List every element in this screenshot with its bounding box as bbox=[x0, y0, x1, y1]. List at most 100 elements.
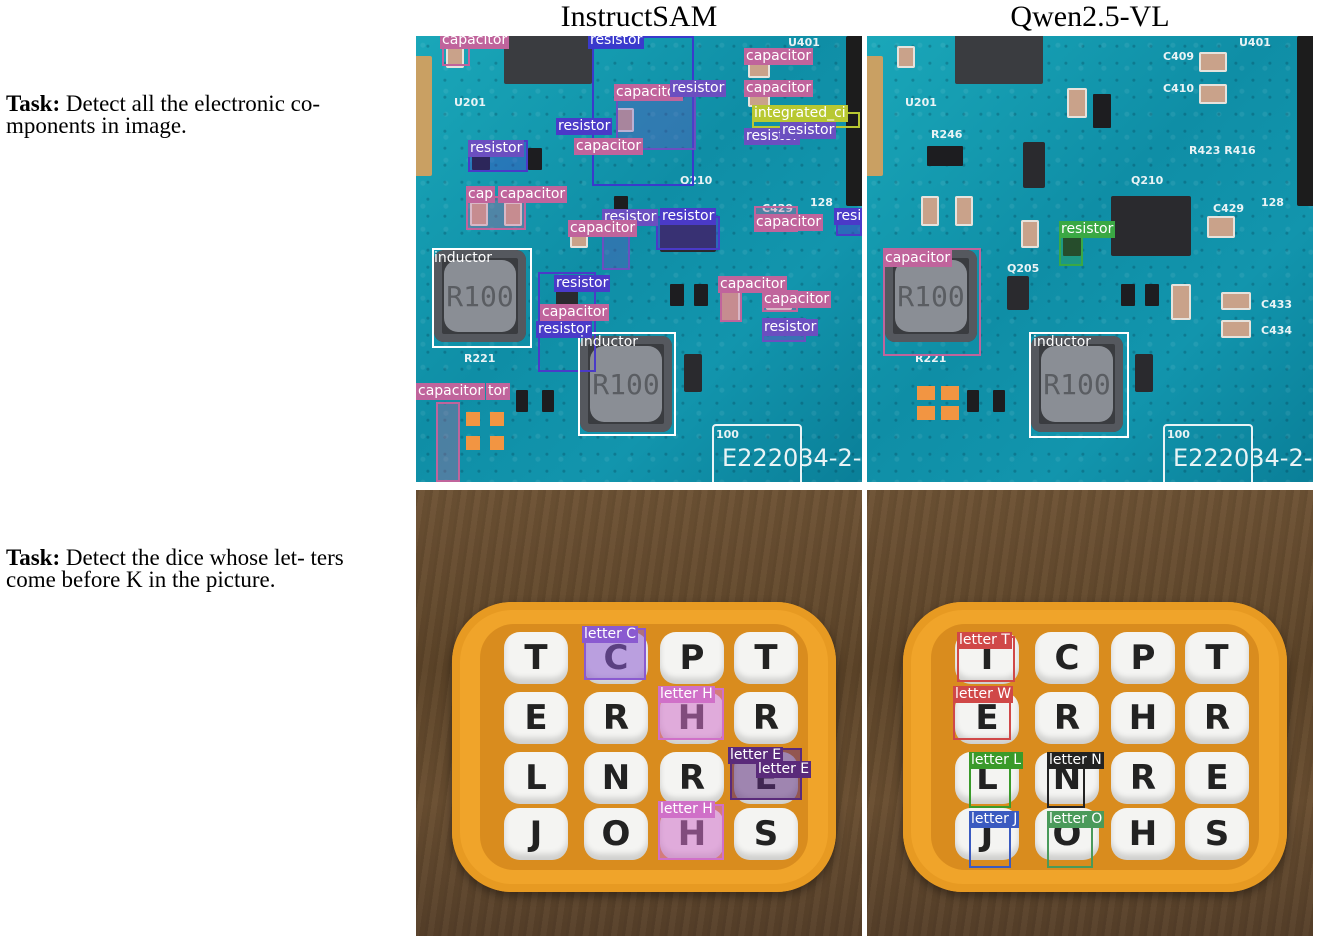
silk-128: 128 bbox=[1261, 196, 1284, 209]
detection-label: capacitor bbox=[568, 220, 638, 237]
orange-pad bbox=[941, 406, 959, 420]
detection-label: letter W bbox=[953, 686, 1014, 703]
die: R bbox=[734, 692, 798, 744]
column-title-instructsam: InstructSAM bbox=[560, 0, 718, 33]
detection-label: capacitor bbox=[440, 36, 510, 49]
orange-pad bbox=[466, 436, 480, 450]
silk-94v0: E222034-2-9 bbox=[1173, 444, 1313, 472]
detection-label: capacitor bbox=[540, 304, 610, 321]
die: T bbox=[1185, 632, 1249, 684]
die: J bbox=[504, 808, 568, 860]
detection-label: inductor bbox=[434, 250, 493, 266]
detection-label: letter H bbox=[658, 801, 715, 818]
detection-label: letter T bbox=[957, 632, 1012, 649]
die: P bbox=[1111, 632, 1175, 684]
die: S bbox=[734, 808, 798, 860]
die: L bbox=[504, 752, 568, 804]
silk-c409: C409 bbox=[1163, 50, 1195, 63]
detection-label: capacitor bbox=[498, 186, 568, 203]
detection-label: letter C bbox=[582, 626, 639, 643]
inductor-marking: R100 bbox=[590, 346, 662, 422]
die: T bbox=[734, 632, 798, 684]
detection-label: integrated_ci bbox=[752, 105, 848, 122]
inductor-marking: R100 bbox=[1041, 346, 1113, 422]
diode-d206 bbox=[1023, 142, 1045, 188]
detection-label: capacitor bbox=[614, 84, 684, 101]
inductor-l202: R100 bbox=[434, 250, 526, 342]
die: H bbox=[1111, 808, 1175, 860]
detection-label: resistor bbox=[780, 122, 837, 139]
silk-128: 128 bbox=[810, 196, 833, 209]
detection-label: resistor bbox=[762, 319, 819, 336]
detection-label: resistor bbox=[670, 80, 727, 97]
ul-mark-box bbox=[712, 424, 802, 482]
detection-label: resi bbox=[834, 208, 862, 225]
detection-label: inductor bbox=[580, 334, 639, 350]
side-connector bbox=[867, 56, 883, 176]
orange-pad bbox=[941, 386, 959, 400]
orange-pad bbox=[490, 436, 504, 450]
detection-label: letter E bbox=[728, 747, 784, 764]
detection-box bbox=[1029, 332, 1129, 438]
capacitor bbox=[504, 202, 522, 226]
resistor bbox=[542, 390, 554, 412]
silk-c429: C429 bbox=[762, 202, 794, 215]
capacitor bbox=[1021, 220, 1039, 248]
capacitor bbox=[1221, 320, 1251, 338]
detection-label: letter E bbox=[756, 761, 812, 778]
resistor bbox=[670, 284, 684, 306]
capacitor bbox=[921, 196, 939, 226]
detection-box bbox=[578, 332, 676, 436]
detection-label: resistor bbox=[468, 140, 525, 157]
right-connector bbox=[846, 36, 862, 206]
silk-94v0: E222034-2-9 bbox=[722, 444, 862, 472]
dice-image-qwen: T C P T E R H R L N R E J O H S letter T… bbox=[867, 490, 1313, 936]
detection-label: capacitor bbox=[762, 291, 832, 308]
silk-u201: U201 bbox=[454, 96, 486, 109]
detection-label: capacitor bbox=[574, 138, 644, 155]
silk-c434: C434 bbox=[1261, 324, 1293, 337]
detection-label: capacitor bbox=[718, 276, 788, 293]
detection-box bbox=[883, 248, 981, 356]
capacitor bbox=[897, 46, 915, 68]
die: P bbox=[660, 632, 724, 684]
pcb-image-qwen: R100 R100 100 E222034-2-9 R221 U201 R246… bbox=[867, 36, 1313, 482]
orange-pad bbox=[917, 386, 935, 400]
silk-u401: U401 bbox=[788, 36, 820, 49]
ul-mark-box bbox=[1163, 424, 1253, 482]
detection-label: letter N bbox=[1047, 752, 1104, 769]
diode-u210 bbox=[1135, 354, 1153, 392]
task-description-2: Task: Detect the dice whose let- ters co… bbox=[6, 546, 396, 591]
transistor-q210 bbox=[1111, 196, 1191, 256]
orange-pad bbox=[917, 406, 935, 420]
silk-c429: C429 bbox=[1213, 202, 1245, 215]
capacitor bbox=[1199, 84, 1227, 104]
silk-r423: R423 bbox=[1189, 144, 1221, 157]
die: R bbox=[584, 692, 648, 744]
detection-label: resistor bbox=[554, 275, 611, 292]
inductor-marking: R100 bbox=[444, 260, 516, 332]
die: R bbox=[1035, 692, 1099, 744]
pcb-image-instructsam: R100 R100 100 E222034-2-9 R221 U201 Q210… bbox=[416, 36, 862, 482]
capacitor bbox=[720, 286, 740, 322]
top-inductor bbox=[504, 36, 592, 84]
detection-label: capacitor bbox=[744, 48, 814, 65]
resistor bbox=[694, 284, 708, 306]
capacitor bbox=[955, 196, 973, 226]
die: T bbox=[504, 632, 568, 684]
resistor bbox=[528, 148, 542, 170]
top-inductor bbox=[955, 36, 1043, 84]
detection-label: cap bbox=[466, 186, 496, 203]
die: E bbox=[1185, 752, 1249, 804]
detection-label: resistor bbox=[1059, 221, 1116, 238]
silk-r246: R246 bbox=[931, 128, 963, 141]
detection-label: inductor bbox=[1033, 334, 1092, 350]
resistor bbox=[1121, 284, 1135, 306]
capacitor bbox=[1207, 216, 1235, 238]
task-label: Task: bbox=[6, 91, 61, 116]
right-connector bbox=[1297, 36, 1313, 206]
capacitor bbox=[1171, 284, 1191, 320]
detection-label: letter O bbox=[1047, 811, 1105, 828]
silk-r423-r416: R423 R416 bbox=[1189, 144, 1256, 157]
orange-pad bbox=[490, 412, 504, 426]
